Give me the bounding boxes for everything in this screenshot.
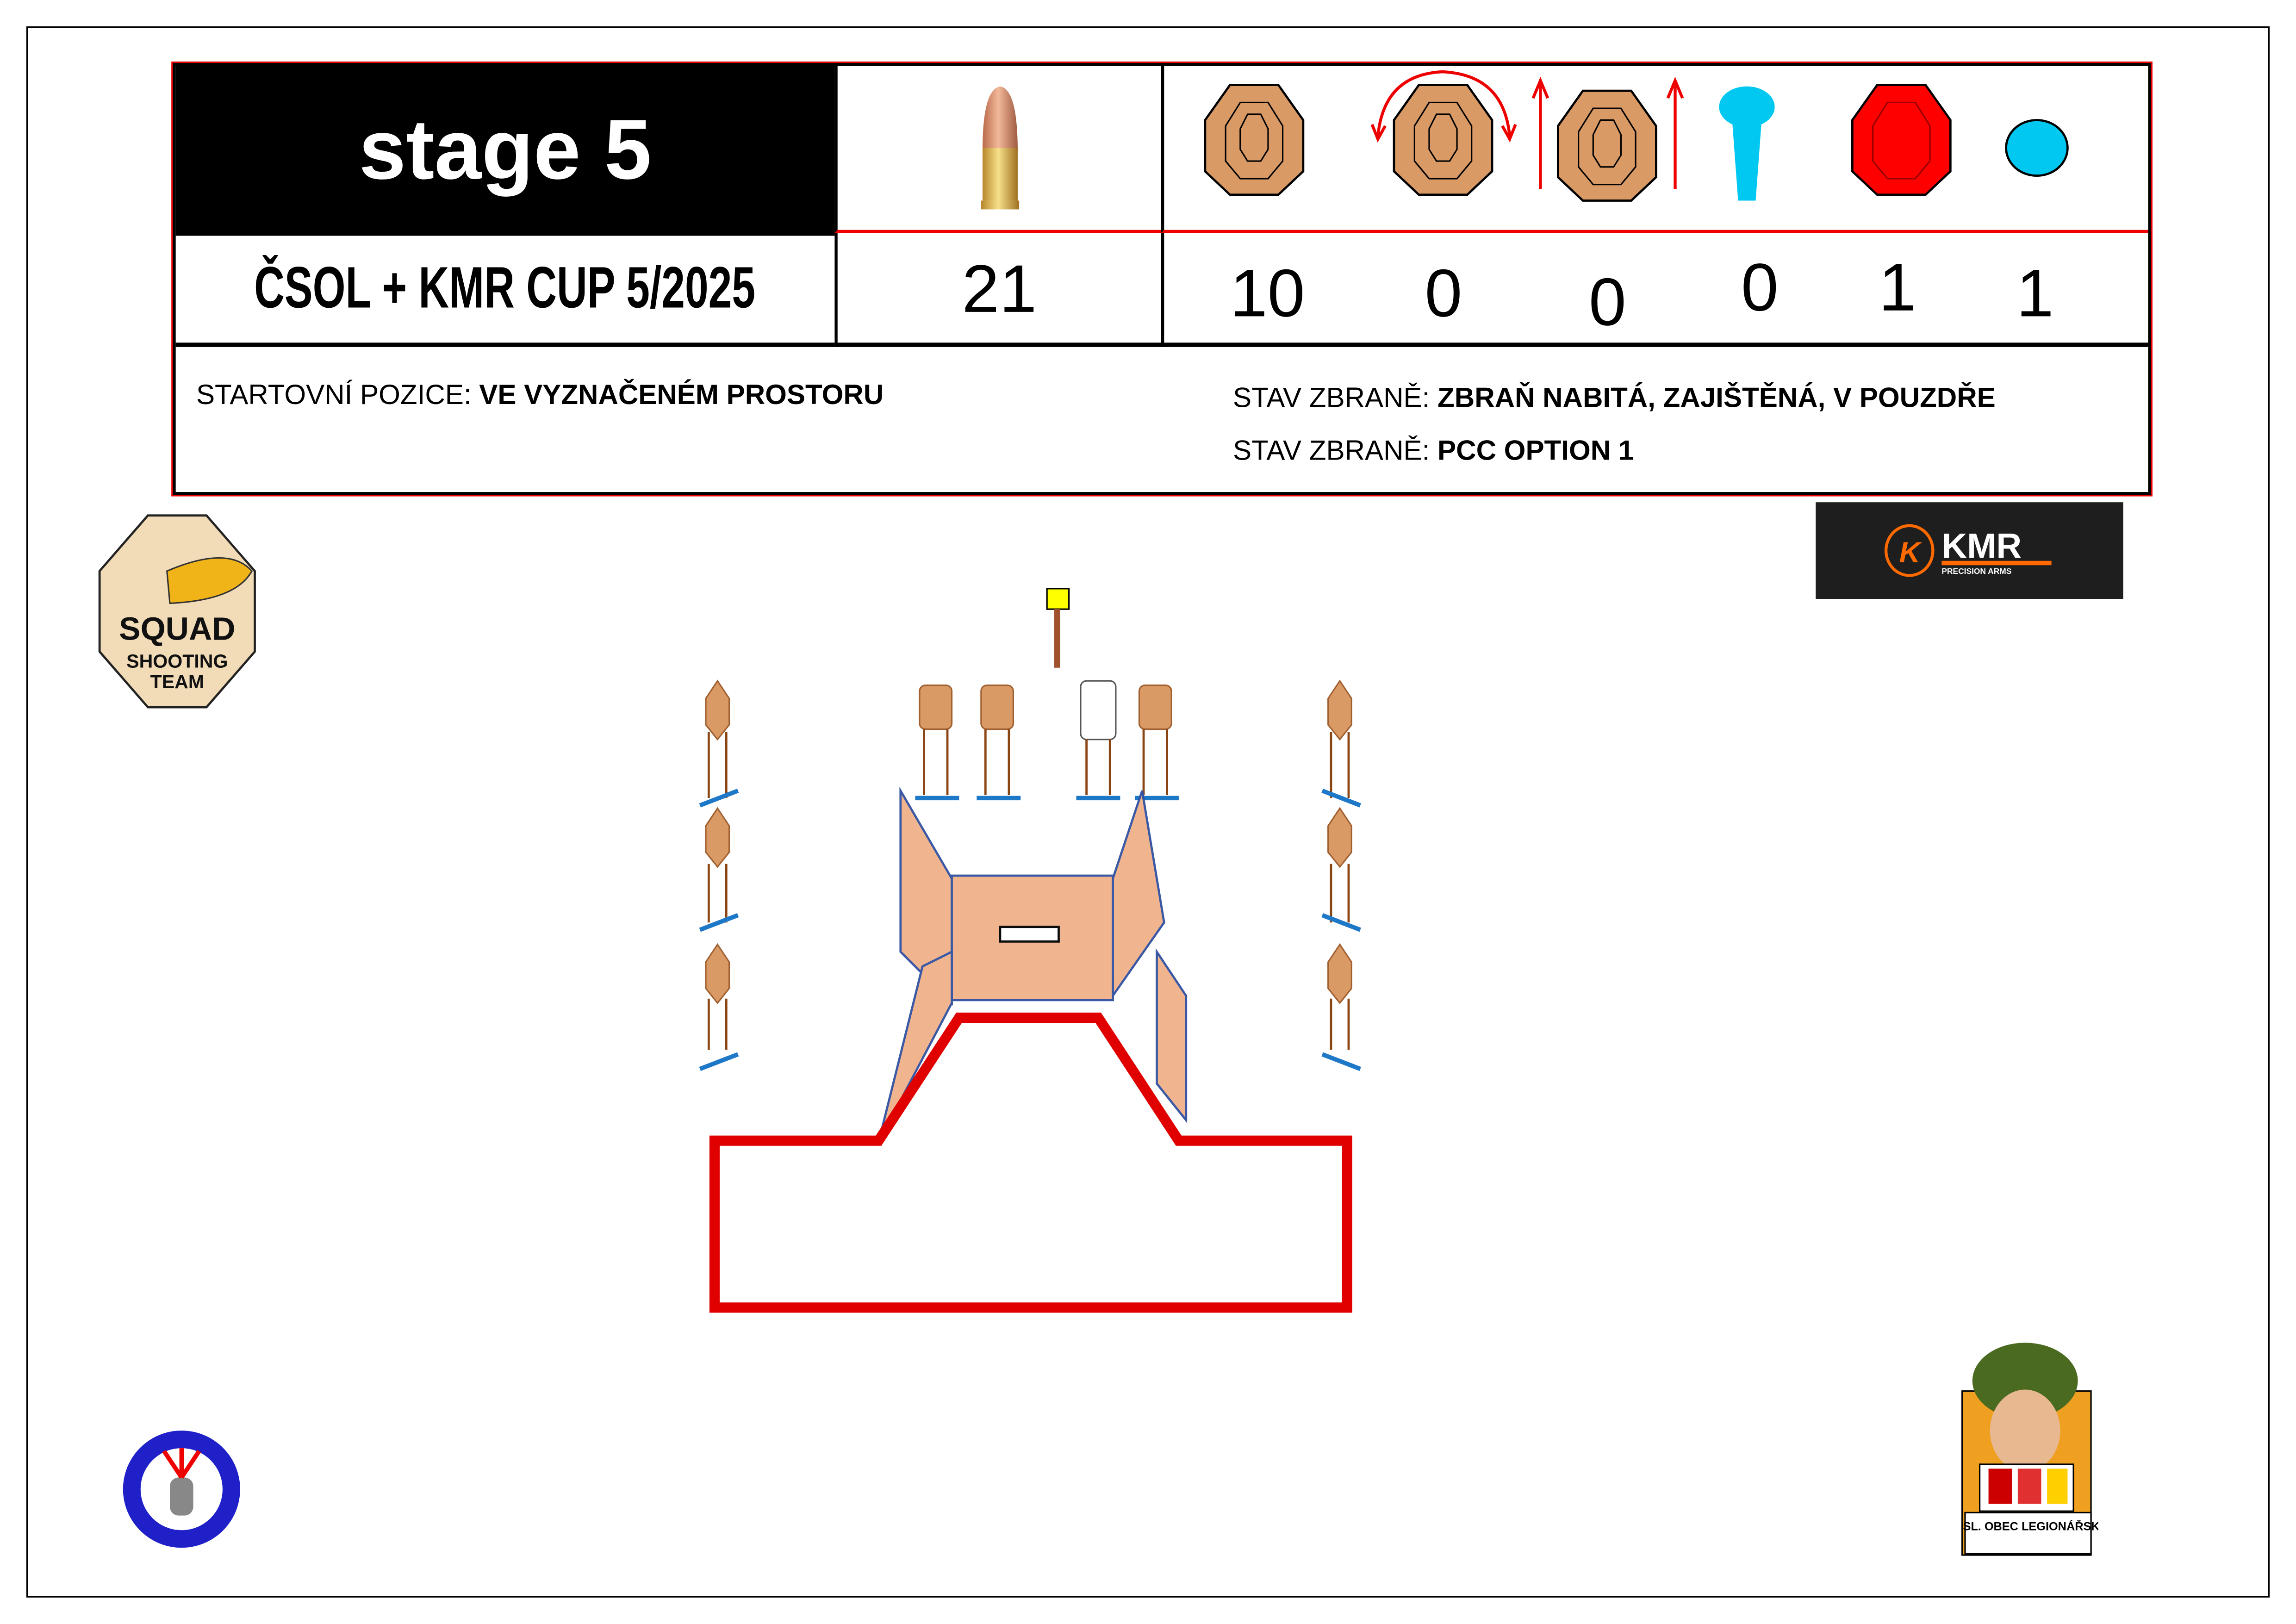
svg-text:Č. SL. OBEC LEGIONÁŘSKÁ: Č. SL. OBEC LEGIONÁŘSKÁ bbox=[1959, 1519, 2098, 1533]
steel-plate-icon bbox=[2005, 119, 2069, 177]
cartridge-cell bbox=[834, 66, 1161, 233]
target-icons-cell bbox=[1161, 66, 2148, 233]
swinger-target-icon bbox=[1370, 70, 1517, 196]
start-position: STARTOVNÍ POZICE: VE VYZNAČENÉM PROSTORU bbox=[196, 380, 884, 412]
target-bases bbox=[699, 789, 1361, 1071]
count-popper: 0 bbox=[1741, 249, 1779, 325]
fault-line bbox=[709, 1012, 1352, 1313]
count-swinger: 0 bbox=[1425, 255, 1462, 331]
no-shoot-target-icon bbox=[1851, 84, 1952, 196]
count-popup: 0 bbox=[1588, 263, 1626, 340]
target-stands bbox=[707, 729, 1350, 1050]
stage-header-table: stage 5 ČSOL + KMR CUP 5/2025 21 10 0 0 … bbox=[171, 61, 2153, 497]
popper-icon bbox=[1719, 86, 1775, 201]
count-no-shoot: 1 bbox=[1879, 249, 1916, 325]
svg-text:TEAM: TEAM bbox=[150, 671, 205, 692]
page-frame bbox=[26, 26, 2270, 1598]
cso-legion-logo: Č. SL. OBEC LEGIONÁŘSKÁ bbox=[1948, 1340, 2108, 1567]
cartridge-icon bbox=[981, 86, 1020, 210]
squad-logo: SQUAD SHOOTING TEAM bbox=[97, 512, 258, 717]
svg-text:SQUAD: SQUAD bbox=[119, 611, 235, 647]
paper-target-icon bbox=[1204, 84, 1305, 196]
paper-targets bbox=[705, 679, 1352, 1004]
count-paper: 10 bbox=[1230, 255, 1305, 331]
svg-text:PRECISION ARMS: PRECISION ARMS bbox=[1941, 566, 2011, 576]
club-seal-logo bbox=[120, 1428, 243, 1558]
count-steel: 1 bbox=[2016, 255, 2054, 331]
round-count: 21 bbox=[834, 233, 1161, 347]
target-counts: 10 0 0 0 1 1 bbox=[1161, 233, 2148, 347]
kmr-logo: K KMR PRECISION ARMS bbox=[1816, 502, 2123, 599]
walls bbox=[877, 786, 1188, 1143]
pcc-state: STAV ZBRANĚ: PCC OPTION 1 bbox=[1233, 436, 1634, 467]
stage-title: stage 5 bbox=[175, 66, 835, 233]
svg-text:SHOOTING: SHOOTING bbox=[126, 651, 228, 672]
gun-state: STAV ZBRANĚ: ZBRAŇ NABITÁ, ZAJIŠTĚNÁ, V … bbox=[1233, 383, 1996, 415]
event-name: ČSOL + KMR CUP 5/2025 bbox=[175, 233, 835, 347]
svg-text:K: K bbox=[1899, 536, 1923, 569]
stage-diagram bbox=[699, 588, 1361, 1313]
kmr-text: KMR bbox=[1941, 526, 2022, 566]
start-flag-icon bbox=[1046, 588, 1070, 668]
popup-target-icon bbox=[1531, 76, 1684, 202]
